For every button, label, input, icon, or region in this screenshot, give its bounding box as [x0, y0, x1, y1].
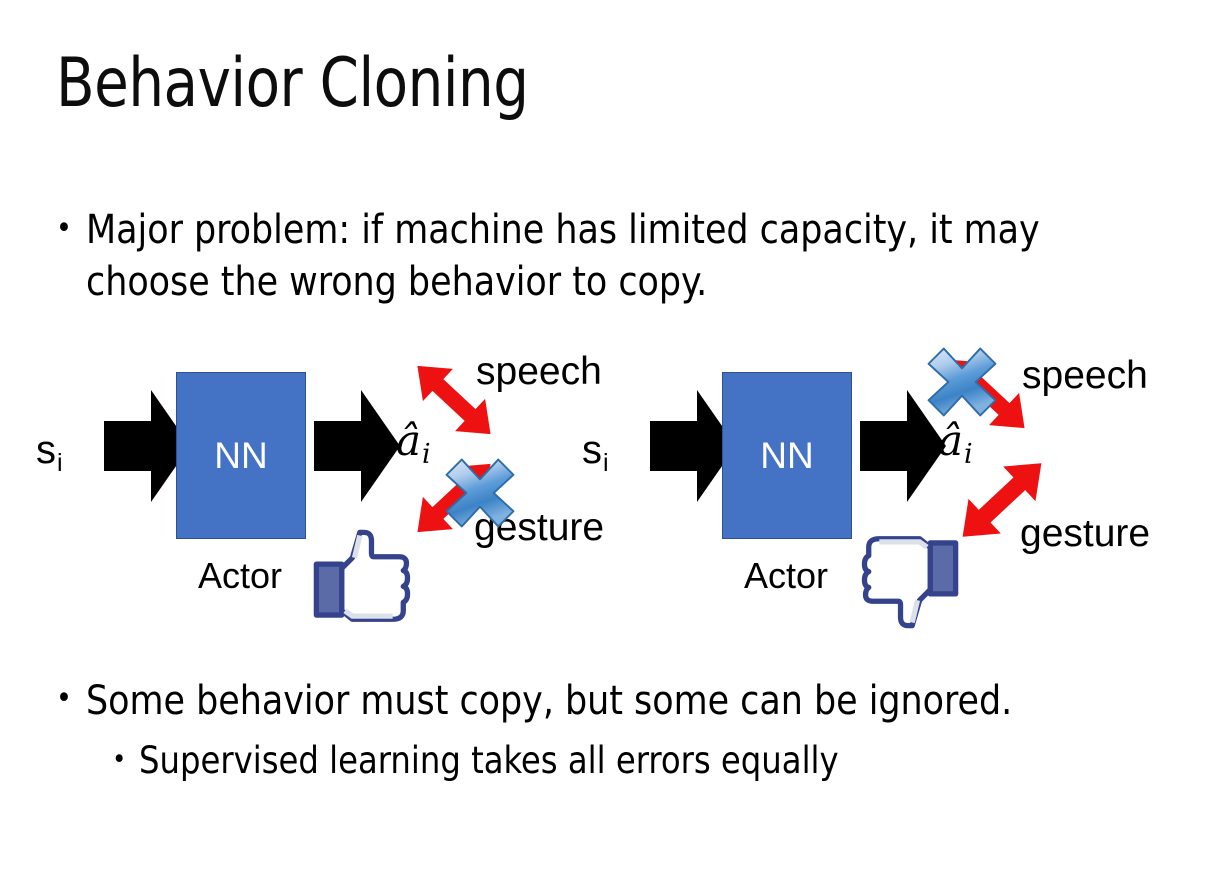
thumbs-down-icon-right [861, 536, 959, 629]
state-input-label-right: si [582, 430, 609, 476]
state-symbol: s [582, 428, 602, 472]
speech-branch-arrow-left [417, 365, 491, 435]
input-arrow-icon-right [650, 390, 736, 502]
actor-caption-right: Actor [743, 555, 829, 596]
bullet-text: Supervised learning takes all errors equ… [139, 739, 839, 782]
bullet-text: Major problem: if machine has limited ca… [85, 207, 1040, 306]
action-output-label-right: âi [938, 420, 973, 468]
diagram-left-good-copy: si NN Actor âi [14, 340, 604, 640]
branch-label-gesture-right: gesture [1020, 512, 1151, 555]
nn-label: NN [760, 435, 814, 476]
bullet-marker-icon: • [112, 744, 127, 775]
branch-label-speech-right: speech [1022, 354, 1148, 397]
bullet-text: Some behavior must copy, but some can be… [85, 678, 1013, 724]
nn-box-left: NN [176, 372, 306, 539]
state-subscript: i [57, 448, 63, 477]
state-symbol: s [36, 428, 56, 472]
bullet-supervised-learning: • Supervised learning takes all errors e… [112, 737, 1172, 785]
input-arrow-icon-left [104, 390, 190, 502]
output-arrow-icon-right [860, 390, 946, 502]
bullet-some-behavior: • Some behavior must copy, but some can … [56, 675, 1166, 727]
bullet-marker-icon: • [56, 211, 72, 246]
page-title: Behavior Cloning [56, 44, 529, 123]
action-subscript: i [964, 438, 973, 470]
actor-caption-left: Actor [197, 555, 283, 596]
action-symbol: â [396, 416, 422, 465]
gesture-branch-arrow-right [962, 463, 1042, 537]
action-subscript: i [422, 438, 431, 470]
state-subscript: i [603, 448, 609, 477]
bullet-major-problem: • Major problem: if machine has limited … [56, 204, 1146, 309]
output-arrow-icon-left [314, 390, 400, 502]
nn-label: NN [214, 435, 268, 476]
cross-out-x-icon-left [445, 458, 515, 528]
branch-label-speech-left: speech [476, 350, 602, 393]
nn-box-right: NN [722, 372, 852, 539]
state-input-label-left: si [36, 430, 63, 476]
cross-out-x-icon-right [927, 347, 997, 417]
action-symbol: â [938, 416, 964, 465]
diagram-right-wrong-copy: si NN Actor âi [560, 340, 1150, 640]
action-output-label-left: âi [396, 420, 431, 468]
bullet-marker-icon: • [56, 681, 72, 716]
thumbs-up-icon-left [313, 529, 411, 622]
